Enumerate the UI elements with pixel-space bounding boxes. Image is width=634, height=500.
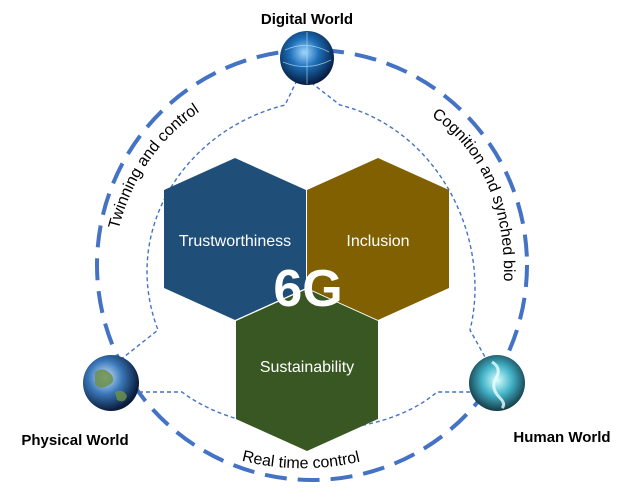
human-world-globe-icon [469, 355, 525, 411]
outer-dashed-ring [95, 48, 529, 482]
hexagon-label-trustworthiness: Trustworthiness [179, 233, 291, 250]
node-label-physical-world: Physical World [21, 432, 128, 449]
hexagon-sustainability [236, 289, 378, 451]
hexagon-trustworthiness [164, 158, 306, 320]
arc-label-real-time: Real time control [241, 448, 362, 472]
hexagon-label-sustainability: Sustainability [260, 359, 354, 376]
center-6g-label: 6G [273, 260, 342, 318]
node-label-human-world: Human World [513, 429, 610, 446]
physical-world-globe-icon [83, 355, 139, 411]
digital-world-globe-icon [280, 31, 334, 85]
hexagon-label-inclusion: Inclusion [346, 233, 409, 250]
hexagon-inclusion [307, 158, 449, 320]
node-label-digital-world: Digital World [261, 11, 353, 28]
